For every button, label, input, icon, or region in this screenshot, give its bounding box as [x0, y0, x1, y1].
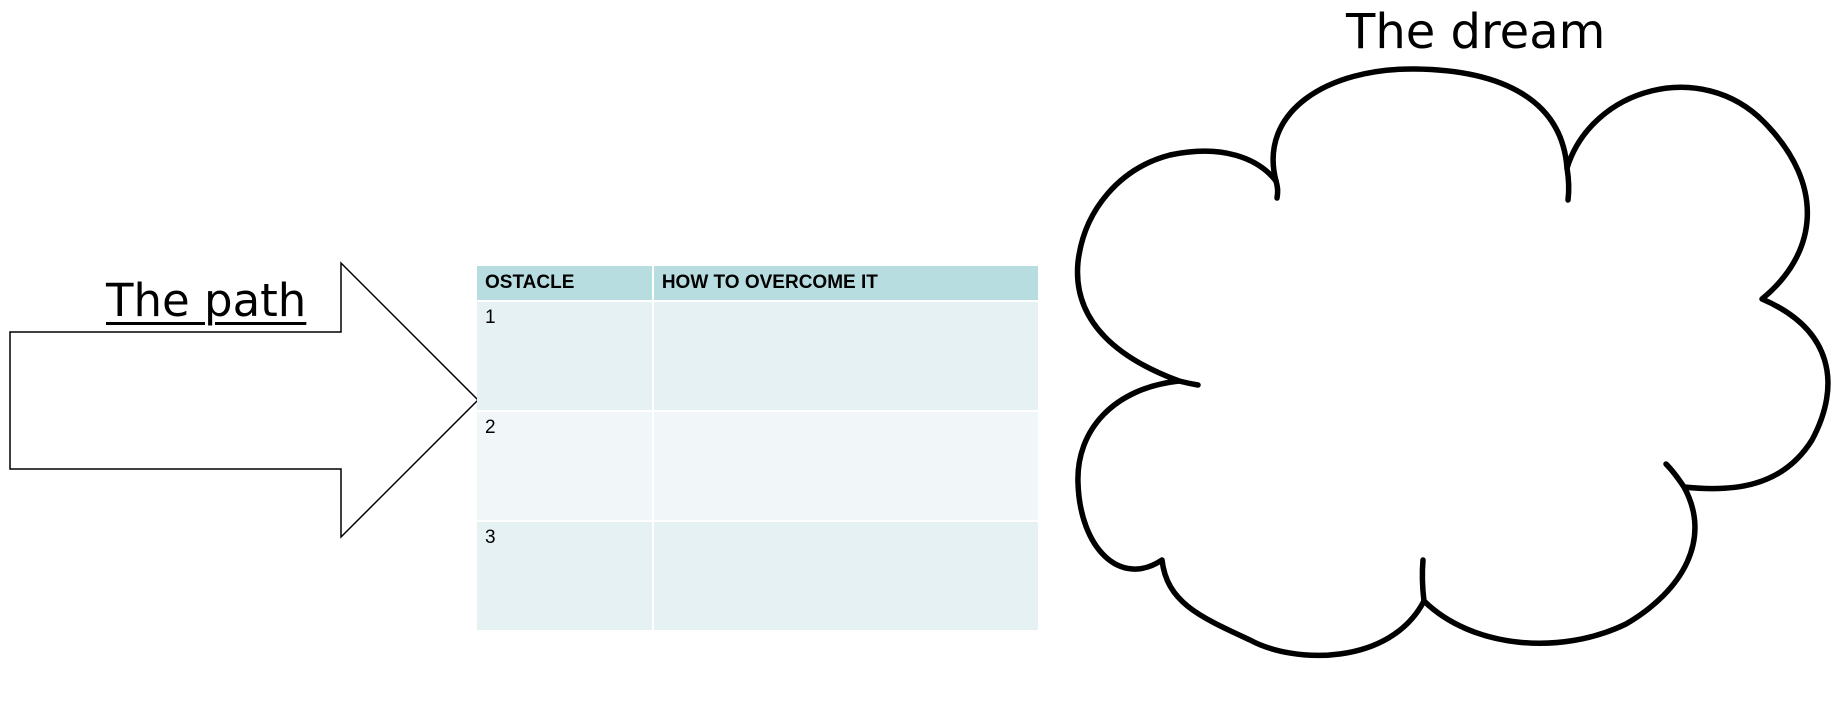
table-row: 2 — [477, 411, 1038, 521]
obstacle-table: OSTACLE HOW TO OVERCOME IT 1 2 3 — [477, 266, 1038, 632]
overcome-cell — [653, 301, 1038, 411]
table-row: 3 — [477, 521, 1038, 631]
obstacle-cell: 2 — [477, 411, 653, 521]
obstacle-cell: 3 — [477, 521, 653, 631]
dream-title: The dream — [1346, 2, 1605, 62]
cloud-inner-mark — [1422, 560, 1424, 601]
table-row: 1 — [477, 301, 1038, 411]
cloud-inner-mark — [1276, 181, 1278, 198]
overcome-cell — [653, 411, 1038, 521]
cloud-inner-mark — [1567, 168, 1569, 200]
obstacle-cell: 1 — [477, 301, 653, 411]
table-header-row: OSTACLE HOW TO OVERCOME IT — [477, 266, 1038, 301]
cloud-outline — [1078, 69, 1828, 655]
cloud-inner-mark — [1179, 381, 1198, 385]
header-obstacle: OSTACLE — [477, 266, 653, 301]
overcome-cell — [653, 521, 1038, 631]
thought-cloud-icon — [1072, 60, 1836, 714]
header-how-to-overcome: HOW TO OVERCOME IT — [653, 266, 1038, 301]
cloud-inner-mark — [1666, 464, 1684, 487]
path-label: The path — [106, 273, 306, 329]
